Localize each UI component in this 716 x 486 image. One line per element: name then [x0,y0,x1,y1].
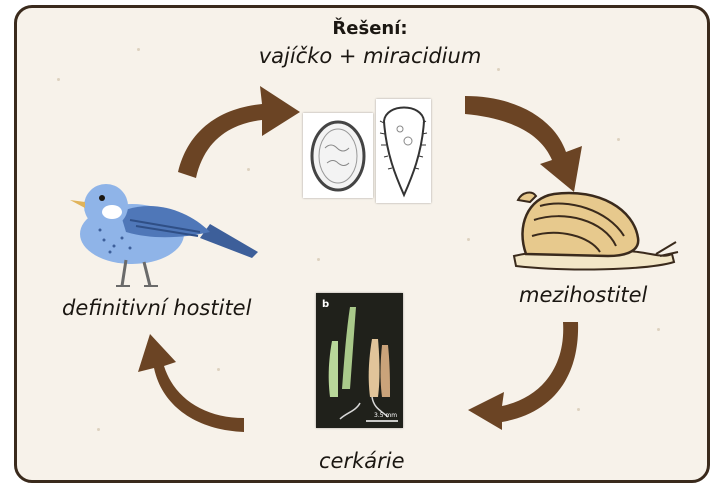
arrow-to-cercariae [468,322,578,430]
egg-image [303,113,373,198]
snail-illustration [508,186,680,276]
arrow-to-egg [178,86,300,178]
definitive-host-label: definitivní hostitel [62,296,251,320]
bird-illustration [60,180,260,290]
cercariae-label: cerkárie [319,449,405,473]
scale-label: 3.5 mm [374,412,397,419]
arrow-to-bird [138,334,244,432]
intermediate-host-label: mezihostitel [519,283,647,307]
miracidium-image [376,99,431,203]
arrow-to-snail [465,96,582,192]
cercariae-image: b 3.5 mm [316,293,403,428]
photo-caption: b [322,299,329,310]
